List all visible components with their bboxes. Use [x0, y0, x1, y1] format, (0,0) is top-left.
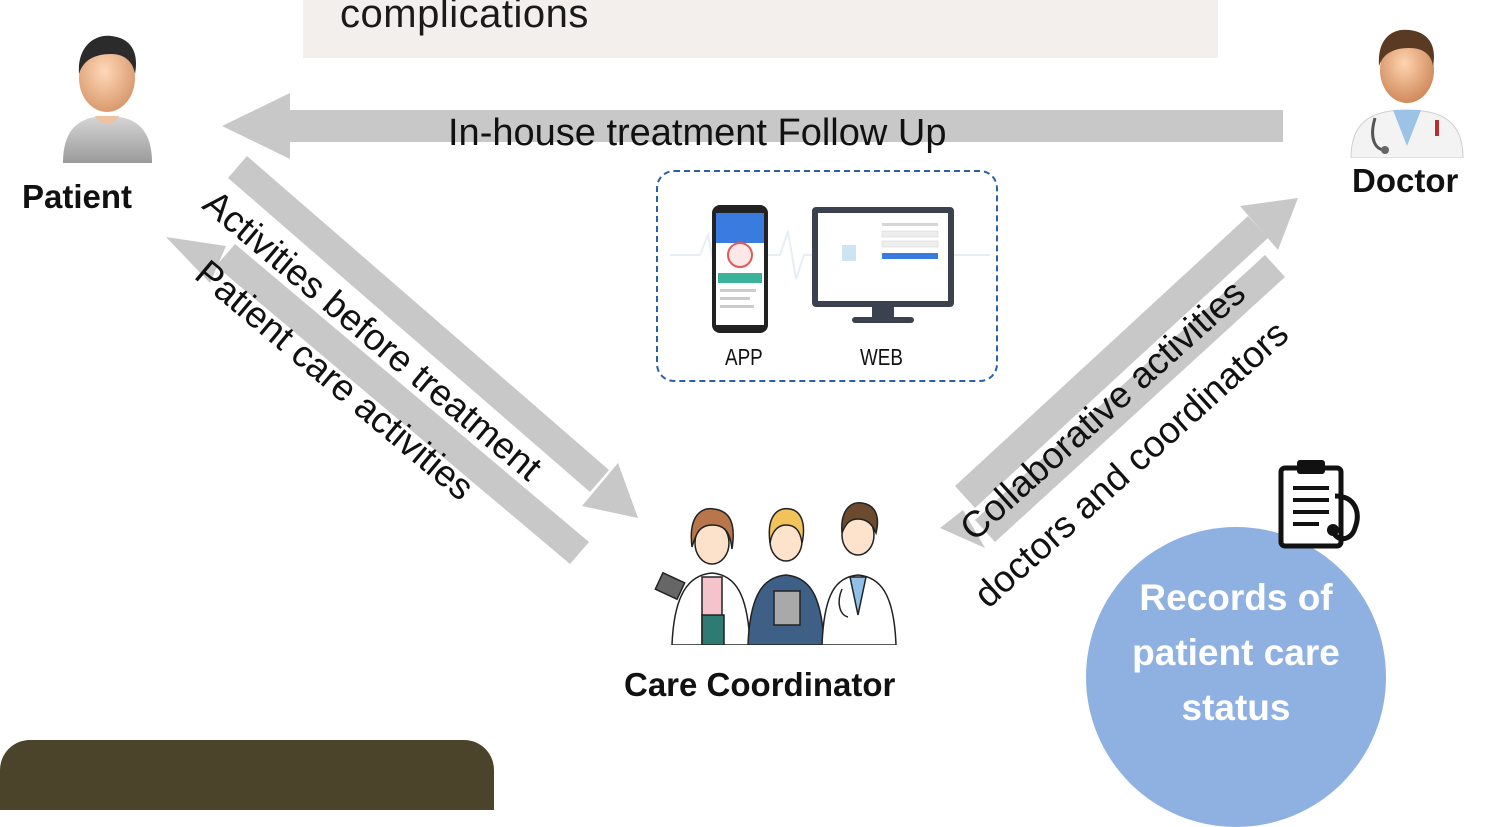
- patient-label: Patient: [22, 178, 133, 215]
- follow-up-label: In-house treatment Follow Up: [448, 112, 947, 154]
- records-circle: [1086, 527, 1386, 827]
- web-caption: WEB: [860, 344, 903, 370]
- monitor-icon: [812, 207, 954, 323]
- records-line-2: patient care: [1132, 632, 1340, 673]
- care-coordinator-label: Care Coordinator: [624, 666, 896, 703]
- smartphone-icon: [712, 205, 768, 333]
- patient-care-arrow: [166, 237, 589, 564]
- app-caption: APP: [725, 344, 763, 370]
- clipboard-stethoscope-icon: [1278, 460, 1360, 549]
- arrows-layer: [166, 93, 1298, 564]
- top-banner: [303, 0, 1218, 58]
- doctor-avatar-icon: [1350, 29, 1464, 158]
- follow-up-arrow: [222, 93, 1283, 159]
- bottom-box: [0, 740, 494, 810]
- records-label: Records of patient care status: [1086, 570, 1386, 735]
- records-line-3: status: [1181, 687, 1291, 728]
- doctors-coordinators-arrow: [940, 255, 1285, 548]
- records-line-1: Records of: [1139, 577, 1333, 618]
- device-illustrations: [670, 205, 990, 333]
- collaborative-arrow: [955, 198, 1298, 508]
- banner-text: complications: [340, 0, 589, 36]
- care-team-icon: [654, 501, 897, 645]
- patient-avatar-icon: [63, 35, 152, 163]
- doctor-label: Doctor: [1352, 162, 1459, 199]
- activities-before-arrow: [228, 156, 638, 518]
